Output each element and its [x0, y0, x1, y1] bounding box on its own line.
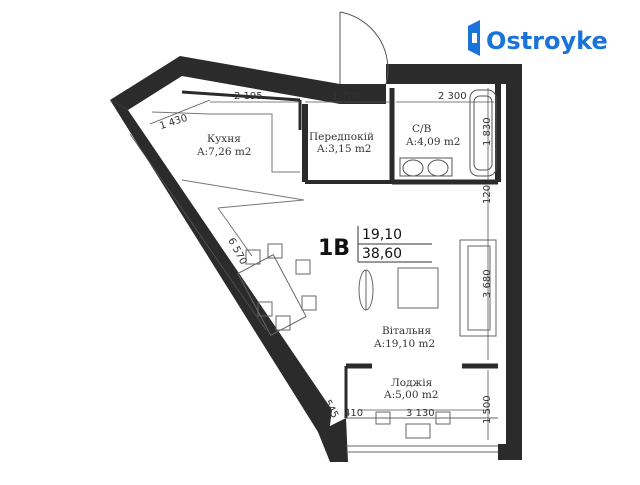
dim-120: 120	[482, 185, 493, 204]
brand-logo: Ostroyke	[468, 20, 608, 56]
room-loggia: Лоджія A:5,00 m2	[383, 377, 438, 401]
dim-2195: 2 195	[234, 91, 263, 102]
room-area: A:3,15 m2	[316, 143, 371, 155]
dim-1500: 1 500	[482, 395, 493, 424]
dim-410: 410	[344, 408, 363, 419]
room-bathroom: С/В A:4,09 m2	[405, 123, 460, 148]
living-furniture	[237, 239, 497, 337]
room-name: Передпокій	[309, 131, 374, 143]
dimension-lines	[129, 88, 494, 440]
unit-tag: 1В 19,10 38,60	[318, 226, 432, 263]
room-name: Кухня	[207, 133, 241, 145]
room-hallway: Передпокій A:3,15 m2	[309, 131, 374, 155]
room-name: С/В	[412, 123, 432, 135]
unit-total-area: 38,60	[362, 246, 402, 262]
brand-name: Ostroyke	[486, 27, 608, 55]
kitchen-fixtures	[151, 111, 305, 257]
interior-walls	[181, 84, 501, 418]
dim-1430: 1 430	[158, 113, 189, 132]
room-living: Вітальня A:19,10 m2	[373, 325, 435, 350]
dim-2300: 2 300	[438, 91, 467, 102]
room-name: Лоджія	[391, 377, 433, 389]
unit-living-area: 19,10	[362, 227, 402, 243]
room-kitchen: Кухня A:7,26 m2	[196, 133, 251, 158]
room-area: A:5,00 m2	[383, 389, 438, 401]
unit-type: 1В	[318, 236, 350, 261]
room-area: A:4,09 m2	[405, 136, 460, 148]
bathroom-fixtures	[399, 89, 497, 177]
loggia-furniture	[346, 411, 498, 453]
dim-1830: 1 830	[482, 117, 493, 146]
dim-3680: 3 680	[482, 269, 493, 298]
room-area: A:7,26 m2	[196, 146, 251, 158]
room-name: Вітальня	[382, 325, 432, 337]
dim-3130: 3 130	[406, 408, 435, 419]
entry-door	[339, 11, 389, 85]
room-area: A:19,10 m2	[373, 338, 435, 350]
dim-1700: 1 700	[332, 91, 361, 102]
